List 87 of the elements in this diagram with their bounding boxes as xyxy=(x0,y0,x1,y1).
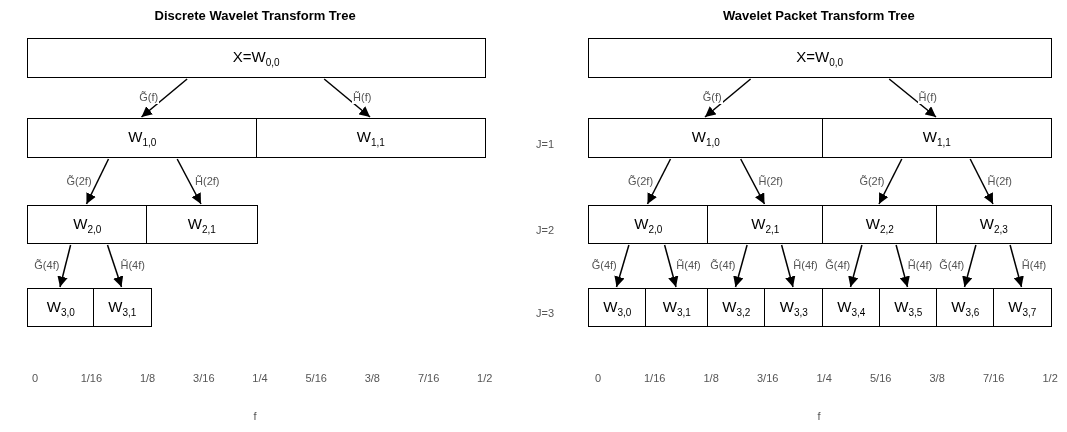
edge-label: G̃(4f) xyxy=(590,259,618,272)
arrow xyxy=(895,244,910,288)
coefficient-box: W$_{3,0}$ xyxy=(588,288,647,327)
arrow xyxy=(57,244,72,288)
axis-tick-label: 7/16 xyxy=(417,372,440,384)
level-label: J=1 xyxy=(536,138,555,150)
arrow xyxy=(733,244,748,288)
arrow xyxy=(323,78,371,118)
axis-tick-label: 7/16 xyxy=(983,372,1005,384)
level-label: J=2 xyxy=(536,224,555,236)
arrow xyxy=(663,244,679,288)
edge-label: G̃(2f) xyxy=(858,174,886,188)
edge-label: G̃(4f) xyxy=(709,259,737,272)
edge-label: H̃(f) xyxy=(352,91,373,104)
panel-title: Wavelet Packet Transform Tree xyxy=(723,8,915,23)
arrow xyxy=(962,244,977,288)
axis-tick-label: 3/8 xyxy=(364,372,380,384)
axis-tick-label: 1/4 xyxy=(816,372,832,384)
axis-label: f xyxy=(817,410,821,422)
arrow xyxy=(646,158,672,205)
coefficient-box: W$_{3,1}$ xyxy=(93,288,152,327)
edge-label: H̃(4f) xyxy=(119,259,146,272)
coefficient-box: W$_{1,0}$ xyxy=(27,118,258,158)
edge-label: G̃(2f) xyxy=(65,174,93,188)
edge-label: H̃(4f) xyxy=(1020,259,1048,272)
edge-label: G̃(f) xyxy=(138,91,160,104)
axis-tick-label: 3/8 xyxy=(929,372,945,384)
arrow xyxy=(878,158,903,205)
axis-tick-label: 1/16 xyxy=(644,372,666,384)
coefficient-box: W$_{2,3}$ xyxy=(936,205,1052,244)
arrow xyxy=(614,244,630,288)
axis-tick-label: 1/4 xyxy=(252,372,268,384)
panel-title: Discrete Wavelet Transform Tree xyxy=(154,8,356,23)
coefficient-box: W$_{3,2}$ xyxy=(707,288,766,327)
arrow xyxy=(704,78,752,118)
coefficient-box: W$_{1,0}$ xyxy=(588,118,824,158)
edge-label: H̃(f) xyxy=(917,91,938,104)
axis-tick-label: 3/16 xyxy=(193,372,215,384)
coefficient-box: W$_{3,1}$ xyxy=(645,288,709,327)
arrow xyxy=(140,78,188,118)
arrow xyxy=(848,244,863,288)
arrow xyxy=(85,158,110,205)
axis-tick-label: 5/16 xyxy=(305,372,327,384)
arrow xyxy=(739,158,766,205)
edge-label: G̃(2f) xyxy=(627,174,655,188)
arrow xyxy=(780,244,796,288)
edge-label: G̃(4f) xyxy=(824,259,852,272)
axis-tick-label: 1/2 xyxy=(477,372,493,384)
edge-label: H̃(2f) xyxy=(194,174,221,188)
axis-tick-label: 1/8 xyxy=(139,372,156,384)
edge-label: G̃(f) xyxy=(701,91,723,104)
coefficient-box: W$_{2,0}$ xyxy=(588,205,709,244)
axis-tick-label: 1/2 xyxy=(1042,372,1058,384)
arrow xyxy=(888,78,937,118)
edge-label: G̃(4f) xyxy=(33,259,61,272)
coefficient-box: W$_{2,1}$ xyxy=(146,205,258,244)
arrow xyxy=(1009,244,1024,288)
coefficient-box: X=W$_{0,0}$ xyxy=(588,38,1052,78)
level-label: J=3 xyxy=(536,307,555,319)
coefficient-box: W$_{3,0}$ xyxy=(27,288,95,327)
coefficient-box: W$_{1,1}$ xyxy=(822,118,1052,158)
axis-tick-label: 0 xyxy=(32,372,39,384)
coefficient-box: W$_{2,0}$ xyxy=(27,205,148,244)
axis-tick-label: 1/16 xyxy=(80,372,103,384)
coefficient-box: W$_{3,3}$ xyxy=(764,288,824,327)
arrow xyxy=(176,158,202,205)
axis-tick-label: 1/8 xyxy=(703,372,719,384)
coefficient-box: W$_{3,4}$ xyxy=(822,288,881,327)
edge-label: H̃(4f) xyxy=(906,259,934,272)
coefficient-box: W$_{1,1}$ xyxy=(256,118,486,158)
edge-label: H̃(2f) xyxy=(757,174,785,188)
edge-label: H̃(4f) xyxy=(792,259,819,272)
axis-label: f xyxy=(253,410,257,422)
arrow xyxy=(969,158,994,205)
edge-label: H̃(4f) xyxy=(675,259,702,272)
coefficient-box: X=W$_{0,0}$ xyxy=(27,38,486,78)
axis-tick-label: 0 xyxy=(595,372,602,384)
axis-tick-label: 5/16 xyxy=(870,372,892,384)
coefficient-box: W$_{3,5}$ xyxy=(879,288,938,327)
coefficient-box: W$_{2,1}$ xyxy=(707,205,824,244)
coefficient-box: W$_{3,6}$ xyxy=(936,288,995,327)
edge-label: G̃(4f) xyxy=(938,259,966,272)
edge-label: H̃(2f) xyxy=(986,174,1014,188)
coefficient-box: W$_{2,2}$ xyxy=(822,205,938,244)
coefficient-box: W$_{3,7}$ xyxy=(993,288,1052,327)
axis-tick-label: 3/16 xyxy=(757,372,779,384)
arrow xyxy=(106,244,124,288)
